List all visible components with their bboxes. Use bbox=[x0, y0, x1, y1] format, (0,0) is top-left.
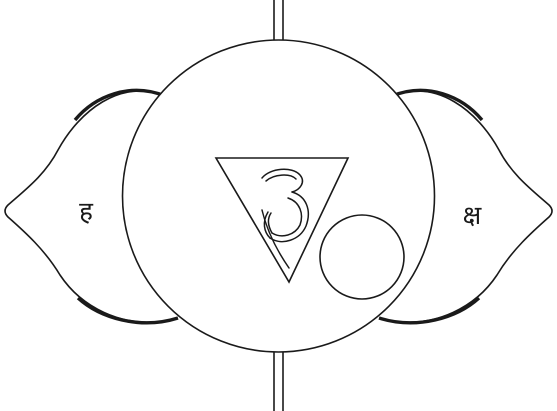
right-petal-label: क्ष bbox=[463, 201, 482, 231]
small-circle bbox=[320, 215, 404, 299]
top-channel bbox=[274, 0, 283, 40]
main-circle bbox=[123, 40, 435, 352]
bottom-channel bbox=[274, 352, 283, 411]
left-petal-label: ह bbox=[79, 197, 94, 227]
